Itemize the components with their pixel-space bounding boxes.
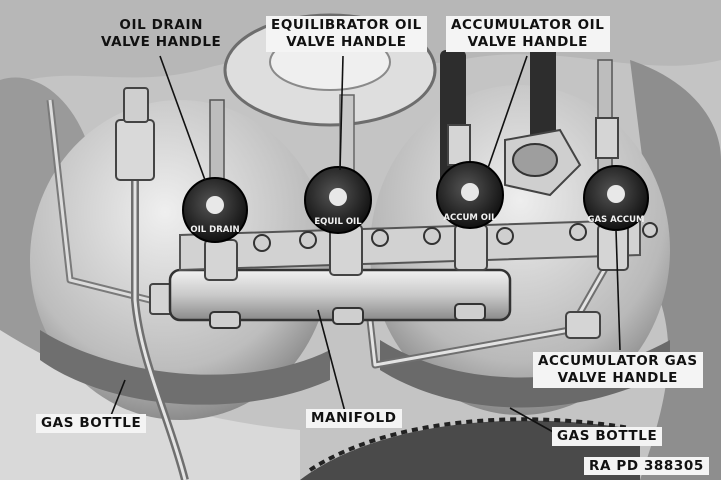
dial-text-accumulator-oil: ACCUM OIL — [443, 213, 497, 223]
valve-oil-drain — [182, 177, 248, 243]
valve-accumulator-oil — [436, 161, 504, 229]
label-gas-bottle-right: GAS BOTTLE — [552, 427, 663, 446]
dial-text-oil-drain: OIL DRAIN — [190, 225, 239, 235]
label-manifold: MANIFOLD — [306, 409, 402, 428]
label-accumulator-gas-valve-handle: ACCUMULATOR GAS VALVE HANDLE — [533, 352, 703, 388]
label-oil-drain-valve-handle: OIL DRAIN VALVE HANDLE — [101, 17, 222, 50]
mounting-plate — [179, 218, 641, 272]
hose-right — [530, 40, 556, 160]
dial-text-equilibrator-oil: EQUIL OIL — [314, 217, 362, 227]
dial-text-accumulator-gas: GAS ACCUM — [587, 215, 644, 225]
valve-equilibrator-oil — [304, 166, 372, 234]
leader-lines — [109, 55, 621, 434]
label-equilibrator-oil-valve-handle: EQUILIBRATOR OIL VALVE HANDLE — [266, 16, 427, 52]
label-accumulator-oil-valve-handle: ACCUMULATOR OIL VALVE HANDLE — [446, 16, 610, 52]
label-gas-bottle-left: GAS BOTTLE — [36, 414, 147, 433]
reference-number: RA PD 388305 — [584, 457, 709, 475]
